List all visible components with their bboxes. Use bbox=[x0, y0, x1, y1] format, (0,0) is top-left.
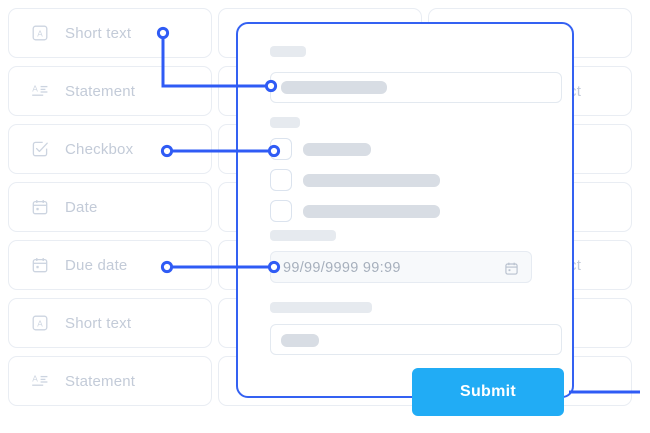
field-type-label: ct bbox=[569, 82, 582, 100]
question-label-placeholder-3 bbox=[270, 230, 336, 241]
due-date-input[interactable]: 99/99/9999 99:99 bbox=[270, 251, 532, 283]
field-type-label: Checkbox bbox=[65, 140, 134, 158]
checkbox-option-2[interactable] bbox=[270, 169, 292, 191]
field-type-label: Statement bbox=[65, 372, 136, 390]
field-type-label: Date bbox=[65, 198, 98, 216]
submit-button[interactable]: Submit bbox=[412, 368, 564, 416]
field-type-label: Due date bbox=[65, 256, 128, 274]
checkbox-icon bbox=[31, 140, 49, 158]
calendar-icon[interactable] bbox=[504, 261, 519, 276]
calendar-icon bbox=[31, 198, 49, 216]
field-type-card-short-text-2[interactable]: A Short text bbox=[8, 298, 212, 348]
question-label-placeholder-1 bbox=[270, 46, 306, 57]
field-type-card-short-text-1[interactable]: A Short text bbox=[8, 8, 212, 58]
field-type-card-date[interactable]: Date bbox=[8, 182, 212, 232]
svg-text:A: A bbox=[37, 319, 43, 328]
svg-text:A: A bbox=[32, 84, 38, 94]
statement-icon: A bbox=[31, 82, 49, 100]
checkbox-option-label-3 bbox=[303, 205, 440, 218]
short-text-input-2[interactable] bbox=[270, 324, 562, 355]
calendar-icon bbox=[31, 256, 49, 274]
question-label-placeholder-2 bbox=[270, 117, 300, 128]
short-text-icon: A bbox=[31, 314, 49, 332]
field-type-card-due-date[interactable]: Due date bbox=[8, 240, 212, 290]
svg-text:A: A bbox=[32, 374, 38, 384]
input-value-placeholder bbox=[281, 81, 387, 94]
checkbox-option-label-2 bbox=[303, 174, 440, 187]
field-type-label: Statement bbox=[65, 82, 136, 100]
question-label-placeholder-4 bbox=[270, 302, 372, 313]
checkbox-option-3[interactable] bbox=[270, 200, 292, 222]
short-text-input[interactable] bbox=[270, 72, 562, 103]
form-preview-panel: 99/99/9999 99:99 bbox=[236, 22, 574, 398]
field-type-label: Short text bbox=[65, 24, 132, 42]
field-type-card-statement-1[interactable]: A Statement bbox=[8, 66, 212, 116]
field-type-card-statement-2[interactable]: A Statement bbox=[8, 356, 212, 406]
statement-icon: A bbox=[31, 372, 49, 390]
due-date-value: 99/99/9999 99:99 bbox=[283, 260, 401, 276]
short-text-icon: A bbox=[31, 24, 49, 42]
field-type-card-checkbox[interactable]: Checkbox bbox=[8, 124, 212, 174]
field-type-label: Short text bbox=[65, 314, 132, 332]
checkbox-option-1[interactable] bbox=[270, 138, 292, 160]
checkbox-option-label-1 bbox=[303, 143, 371, 156]
input-value-placeholder bbox=[281, 334, 319, 347]
svg-text:A: A bbox=[37, 29, 43, 38]
field-type-label: ct bbox=[569, 256, 582, 274]
